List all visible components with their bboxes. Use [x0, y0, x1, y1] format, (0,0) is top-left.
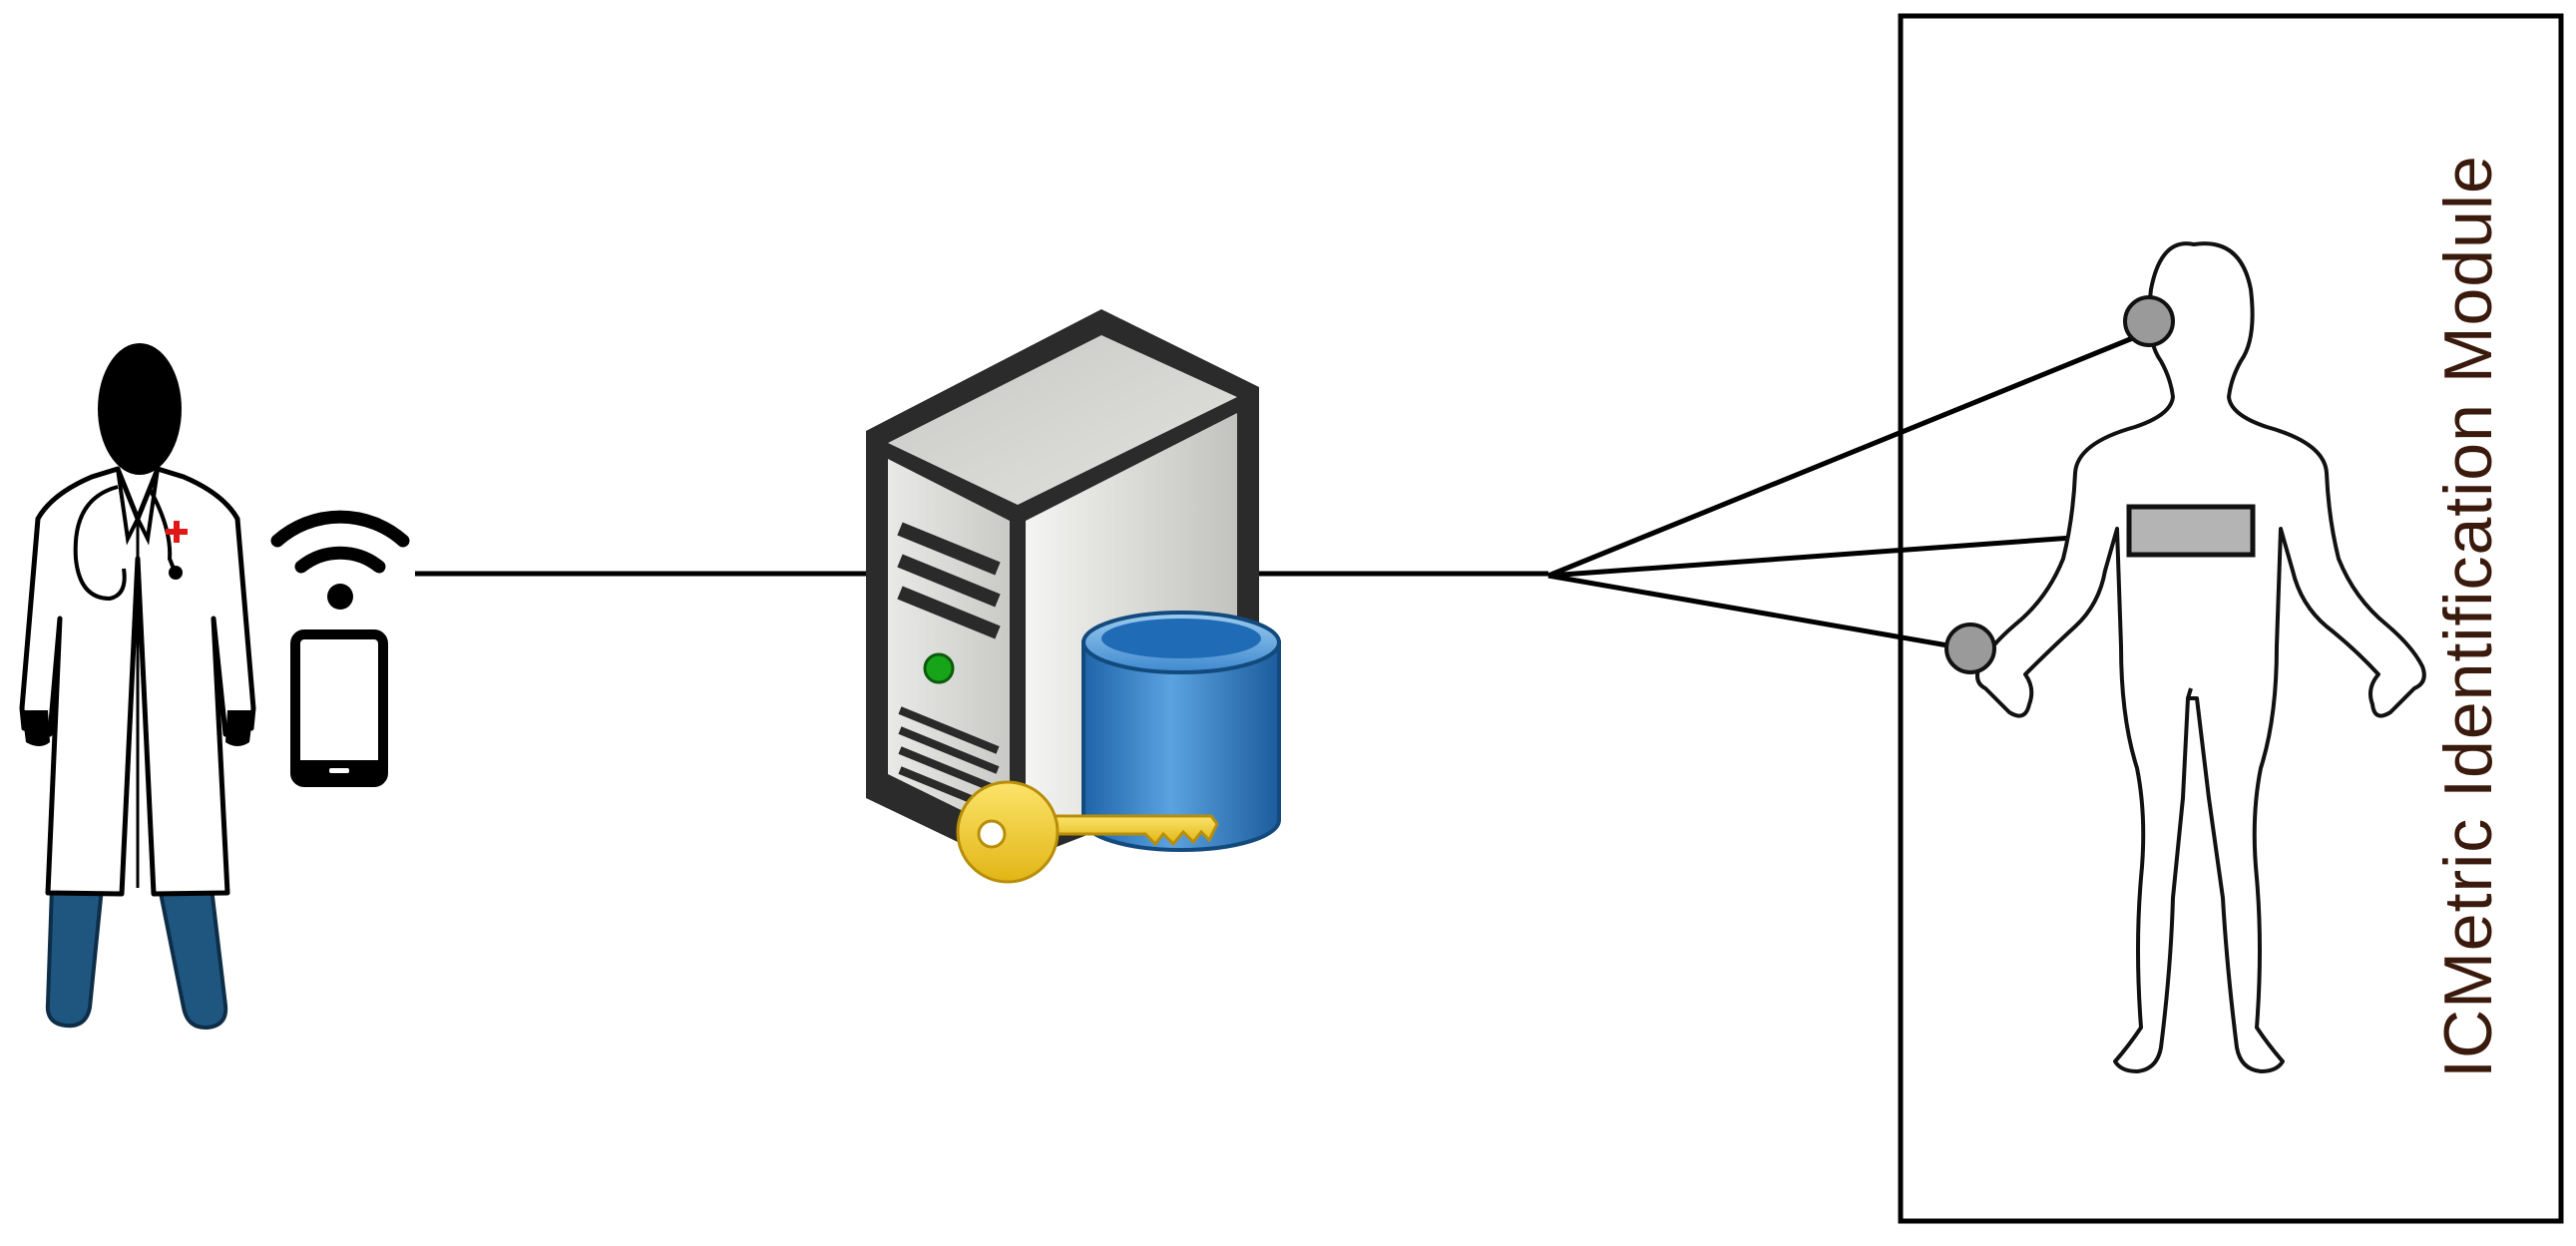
server-top [888, 335, 1237, 505]
wrist-sensor [1944, 623, 1996, 674]
doctor-trousers [45, 886, 105, 1029]
server-vents [897, 522, 1001, 639]
wifi-icon [270, 510, 410, 574]
server-status-led [923, 652, 955, 684]
secure-database-server-icon [866, 309, 1281, 884]
server-front [888, 459, 1010, 834]
hub-to-head-sensor-line [1547, 334, 2136, 579]
human-body-outline [1975, 241, 2426, 1073]
stethoscope [73, 485, 127, 602]
hub-to-belt-sensor-line [1547, 531, 2129, 579]
smartphone-icon [290, 629, 388, 787]
module-boundary [1898, 13, 2564, 1224]
doctor-head [98, 343, 182, 475]
medical-cross [166, 521, 188, 543]
human-body-with-sensors-icon [1944, 241, 2426, 1073]
smartphone-wifi-icon [270, 510, 410, 787]
connectors [415, 334, 2136, 649]
head-sensor [2123, 295, 2175, 347]
hub-to-hand-sensor-line [1547, 573, 1954, 649]
chest-belt-sensor [2126, 504, 2256, 558]
key-icon [956, 780, 1219, 884]
module-label: ICMetric Identification Module [2430, 155, 2506, 1078]
database-icon [1081, 611, 1281, 852]
doctor-icon [19, 343, 256, 1031]
